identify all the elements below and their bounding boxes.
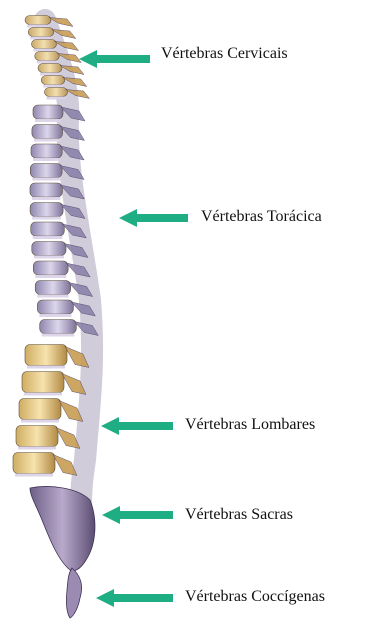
intervertebral-disc — [32, 197, 60, 200]
intervertebral-disc — [37, 295, 68, 298]
arrow-coccygeal — [96, 589, 173, 607]
arrow-cervical — [79, 50, 150, 68]
label-sacral-vertebrae: Vértebras Sacras — [185, 507, 293, 523]
lumbar-vertebra-body — [19, 399, 61, 420]
thoracic-vertebra-body — [32, 242, 66, 256]
label-lumbar-vertebrae: Vértebras Lombares — [185, 417, 315, 433]
vertebral-column — [13, 16, 98, 619]
intervertebral-disc — [39, 314, 71, 317]
cervical-vertebra-body — [41, 76, 65, 85]
lumbar-vertebra-body — [16, 426, 58, 447]
intervertebral-disc — [18, 447, 56, 450]
thoracic-vertebra-body — [31, 222, 65, 236]
label-coccygeal-vertebrae: Vértebras Coccígenas — [185, 589, 325, 605]
intervertebral-disc — [34, 139, 61, 142]
cervical-vertebra-body — [38, 64, 62, 73]
intervertebral-disc — [30, 37, 52, 40]
intervertebral-disc — [37, 61, 58, 64]
thoracic-vertebra-body — [31, 144, 62, 158]
arrow-sacral — [102, 506, 173, 524]
thoracic-vertebra-body — [33, 261, 68, 275]
cervical-vertebra-body — [28, 28, 54, 37]
sacrum — [30, 487, 95, 571]
label-cervical-vertebrae: Vértebras Cervicais — [161, 46, 288, 62]
cervical-vertebra-body — [25, 16, 51, 25]
intervertebral-disc — [32, 178, 60, 181]
lumbar-vertebra-body — [22, 372, 64, 393]
arrow-thoracic — [119, 209, 188, 227]
intervertebral-disc — [24, 393, 62, 396]
cervical-vertebra-body — [45, 88, 68, 97]
thoracic-vertebra-body — [32, 125, 63, 139]
thoracic-vertebra-body — [30, 164, 62, 178]
intervertebral-disc — [33, 158, 60, 161]
intervertebral-disc — [35, 119, 61, 122]
intervertebral-disc — [47, 97, 66, 100]
intervertebral-disc — [27, 366, 65, 369]
intervertebral-disc — [34, 256, 64, 259]
intervertebral-disc — [43, 85, 63, 88]
lumbar-vertebra-body — [13, 453, 55, 474]
intervertebral-disc — [32, 217, 61, 220]
thoracic-vertebra-body — [30, 203, 63, 217]
thoracic-vertebra-body — [37, 300, 73, 314]
intervertebral-disc — [40, 73, 60, 76]
thoracic-vertebra-body — [40, 320, 77, 334]
intervertebral-disc — [33, 236, 63, 239]
lumbar-vertebra-body — [25, 345, 67, 366]
intervertebral-disc — [27, 25, 49, 28]
intervertebral-disc — [15, 474, 53, 477]
intervertebral-disc — [21, 420, 59, 423]
label-thoracic-vertebrae: Vértebras Torácica — [201, 209, 322, 225]
arrow-lumbar — [101, 417, 173, 435]
thoracic-vertebra-body — [35, 281, 70, 295]
cervical-vertebra-body — [35, 52, 60, 61]
cervical-vertebra-body — [32, 40, 57, 49]
coccyx — [66, 568, 81, 618]
intervertebral-disc — [35, 275, 66, 278]
intervertebral-disc — [34, 49, 55, 52]
intervertebral-disc — [42, 334, 75, 337]
thoracic-vertebra-body — [30, 183, 62, 197]
thoracic-vertebra-body — [33, 105, 63, 119]
